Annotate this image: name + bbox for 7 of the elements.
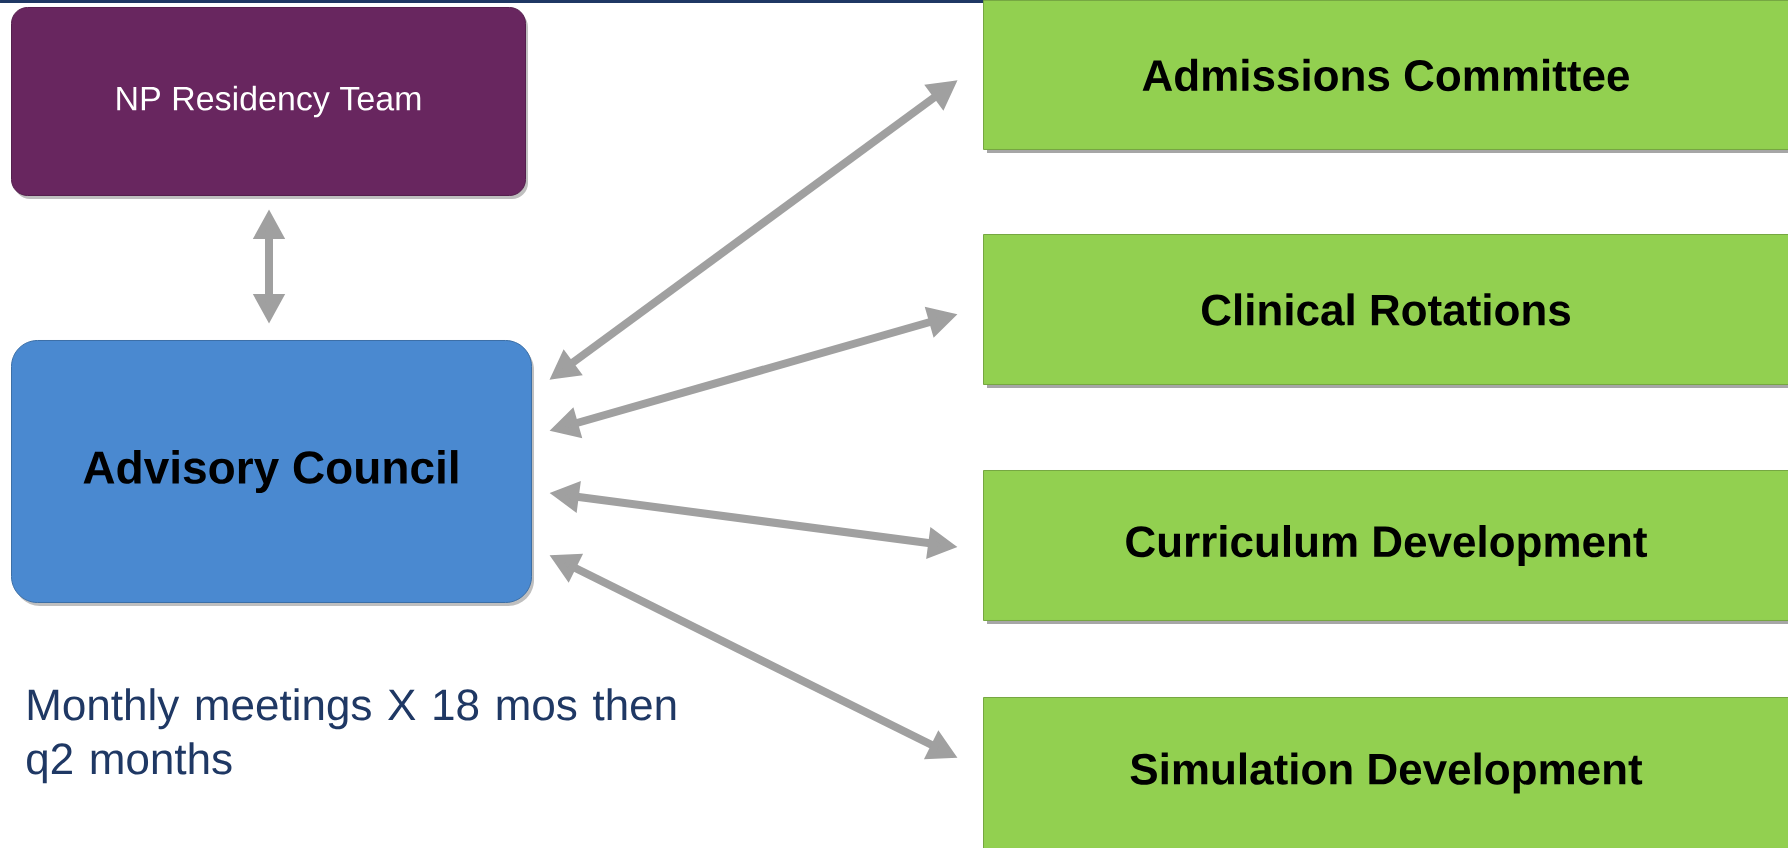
- council-box: Advisory Council: [11, 340, 534, 606]
- committee-box: Simulation Development: [983, 697, 1788, 848]
- committee-box: Clinical Rotations: [983, 234, 1788, 388]
- committee-box: Admissions Committee: [983, 0, 1788, 153]
- team-box: NP Residency Team: [11, 7, 528, 199]
- note-text: Monthly meetings X 18 mos then q2 months: [27, 688, 676, 784]
- committee-box: Curriculum Development: [983, 470, 1788, 624]
